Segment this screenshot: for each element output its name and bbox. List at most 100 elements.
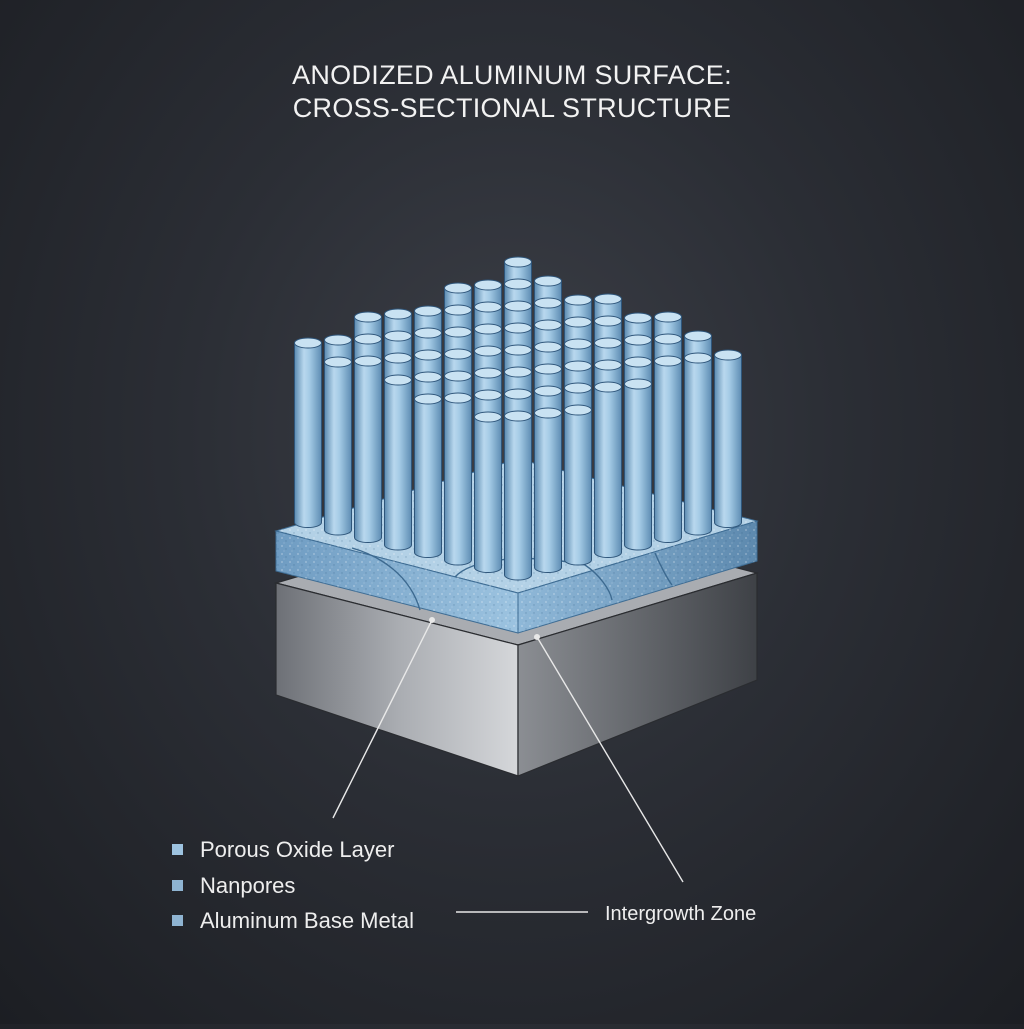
cylinder-cap <box>384 352 412 364</box>
cylinder-cap <box>624 312 652 324</box>
cylinder-cap <box>474 301 502 313</box>
cylinder-cap <box>444 282 472 294</box>
cylinder-cap <box>294 337 322 349</box>
nanopore-cylinder <box>534 407 562 573</box>
cylinder-cap <box>474 411 502 423</box>
nanopore-cylinder <box>504 410 532 581</box>
nanopore-cylinder <box>594 381 622 558</box>
nanopore-cylinder <box>474 411 502 573</box>
cylinder-cap <box>504 366 532 378</box>
cylinder-body <box>534 412 562 573</box>
cylinder-cap <box>534 297 562 309</box>
cylinder-cap <box>684 330 712 342</box>
cylinder-cap <box>414 305 442 317</box>
legend-swatch <box>172 915 183 926</box>
cylinder-cap <box>564 360 592 372</box>
cylinder-body <box>654 360 682 543</box>
cylinder-cap <box>594 293 622 305</box>
cylinder-cap <box>504 388 532 400</box>
oxide-texture <box>276 531 518 633</box>
cylinder-body <box>444 397 472 566</box>
cylinder-cap <box>444 326 472 338</box>
legend-label: Nanpores <box>200 873 296 898</box>
cylinder-cap <box>534 341 562 353</box>
nanopore-cylinders <box>294 256 742 581</box>
oxide-texture-side <box>518 521 757 633</box>
cylinder-cap <box>504 322 532 334</box>
nanopore-cylinder <box>654 355 682 543</box>
cylinder-cap <box>444 348 472 360</box>
leader-dot-intergrowth <box>534 634 540 640</box>
diagram-title-line1: ANODIZED ALUMINUM SURFACE: <box>292 60 732 90</box>
nanopore-cylinder <box>294 337 322 528</box>
cylinder-cap <box>684 352 712 364</box>
cylinder-body <box>294 342 322 528</box>
cylinder-cap <box>654 311 682 323</box>
cylinder-cap <box>534 385 562 397</box>
cylinder-cap <box>534 363 562 375</box>
cylinder-cap <box>654 355 682 367</box>
nanopore-cylinder <box>324 356 352 536</box>
cylinder-cap <box>474 367 502 379</box>
cylinder-cap <box>534 275 562 287</box>
cylinder-cap <box>594 315 622 327</box>
cylinder-body <box>414 398 442 558</box>
cylinder-cap <box>714 349 742 361</box>
cylinder-cap <box>414 393 442 405</box>
cylinder-body <box>624 383 652 551</box>
cylinder-cap <box>654 333 682 345</box>
cylinder-cap <box>564 404 592 416</box>
legend-label: Porous Oxide Layer <box>200 837 395 862</box>
legend-swatch <box>172 844 183 855</box>
cylinder-body <box>384 379 412 551</box>
cylinder-cap <box>504 344 532 356</box>
cylinder-cap <box>594 381 622 393</box>
grain-boundary <box>654 552 673 586</box>
cylinder-cap <box>594 337 622 349</box>
cylinder-body <box>354 360 382 543</box>
cylinder-cap <box>414 327 442 339</box>
cylinder-cap <box>444 304 472 316</box>
cylinder-cap <box>624 334 652 346</box>
legend-swatch <box>172 880 183 891</box>
cylinder-cap <box>504 278 532 290</box>
cylinder-cap <box>384 374 412 386</box>
cylinder-cap <box>444 392 472 404</box>
cylinder-cap <box>564 338 592 350</box>
leader-dot-oxide <box>429 617 435 623</box>
leader-line-oxide <box>332 619 433 819</box>
cylinder-cap <box>594 359 622 371</box>
leader-line-intergrowth <box>536 636 684 883</box>
cylinder-cap <box>384 330 412 342</box>
cylinder-body <box>504 415 532 581</box>
cylinder-cap <box>564 294 592 306</box>
cylinder-cap <box>354 311 382 323</box>
metal-side-face <box>517 572 758 777</box>
cylinder-cap <box>474 323 502 335</box>
diagram-title-line2: CROSS-SECTIONAL STRUCTURE <box>292 93 732 123</box>
cylinder-cap <box>474 389 502 401</box>
cylinder-cap <box>474 345 502 357</box>
cylinder-body <box>324 361 352 536</box>
cylinder-cap <box>414 349 442 361</box>
cylinder-cap <box>534 319 562 331</box>
cylinder-body <box>564 409 592 566</box>
nanopore-cylinder <box>564 404 592 566</box>
cylinder-cap <box>324 334 352 346</box>
cylinder-cap <box>444 370 472 382</box>
legend-label: Aluminum Base Metal <box>200 908 414 933</box>
cylinder-cap <box>624 356 652 368</box>
nanopore-cylinder <box>444 392 472 566</box>
cylinder-cap <box>384 308 412 320</box>
cylinder-cap <box>564 316 592 328</box>
cylinder-cap <box>534 407 562 419</box>
nanopore-cylinder <box>684 352 712 536</box>
callout-label-intergrowth-zone: Intergrowth Zone <box>605 903 757 925</box>
cylinder-cap <box>354 333 382 345</box>
nanopore-cylinder <box>354 355 382 543</box>
grain-boundary <box>351 547 421 611</box>
cylinder-body <box>474 416 502 573</box>
cylinder-cap <box>504 300 532 312</box>
